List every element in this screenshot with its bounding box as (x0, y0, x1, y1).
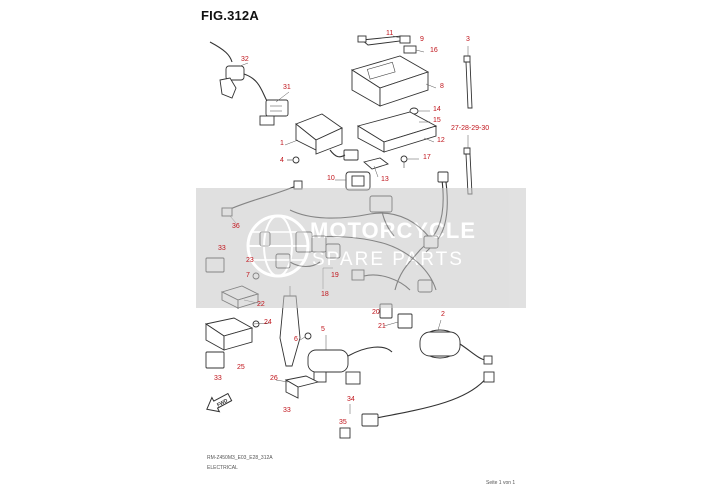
figure-title: FIG.312A (201, 8, 259, 23)
part-32-sensor[interactable] (209, 41, 271, 107)
callout-20[interactable]: 20 (372, 309, 380, 316)
watermark-title: MOTORCYCLE (310, 218, 476, 243)
part-33-relay[interactable] (205, 351, 225, 369)
callout-27-28-29-30[interactable]: 27-28-29-30 (451, 125, 489, 132)
callout-9[interactable]: 9 (420, 36, 424, 43)
callout-34[interactable]: 34 (347, 396, 355, 403)
callout-33[interactable]: 33 (218, 245, 226, 252)
part-3-clamp[interactable] (463, 55, 473, 109)
part-5-coil[interactable] (307, 346, 393, 385)
callout-15[interactable]: 15 (433, 117, 441, 124)
watermark: MOTORCYCLE SPARE PARTS (196, 188, 526, 308)
callout-33c[interactable]: 33 (283, 407, 291, 414)
part-2-condenser[interactable] (419, 329, 493, 365)
callout-21[interactable]: 21 (378, 323, 386, 330)
callout-13[interactable]: 13 (381, 176, 389, 183)
watermark-subtitle: SPARE PARTS (312, 249, 464, 270)
part-12-bracket[interactable] (356, 111, 438, 153)
callout-6[interactable]: 6 (294, 336, 298, 343)
callout-11[interactable]: 11 (386, 30, 393, 37)
part-27-30-clamps[interactable] (463, 147, 473, 195)
callout-36[interactable]: 36 (232, 223, 240, 230)
part-17-bolt[interactable] (400, 155, 408, 168)
callout-2[interactable]: 2 (441, 311, 445, 318)
part-13-plate[interactable] (363, 157, 389, 170)
callout-33b[interactable]: 33 (214, 375, 222, 382)
callout-7[interactable]: 7 (246, 272, 250, 279)
part-8-ecm[interactable] (350, 55, 430, 107)
part-4-screw[interactable] (287, 156, 300, 164)
callout-24[interactable]: 24 (264, 319, 272, 326)
part-9-16-cushions[interactable] (399, 35, 417, 54)
fwd-arrow-icon: FWD (206, 392, 233, 413)
section-label: ELECTRICAL (207, 465, 238, 471)
callout-12[interactable]: 12 (437, 137, 445, 144)
watermark-globe-icon (246, 214, 310, 278)
callout-17[interactable]: 17 (423, 154, 431, 161)
callout-32[interactable]: 32 (241, 56, 249, 63)
callout-26[interactable]: 26 (270, 375, 278, 382)
svg-text:FWD: FWD (216, 398, 229, 409)
part-25-bracket[interactable] (204, 317, 254, 351)
part-1-bracket[interactable] (295, 113, 359, 161)
callout-8[interactable]: 8 (440, 83, 444, 90)
drawing-code: RM-Z450M3_E03_E28_312A (207, 455, 273, 461)
part-26-bracket[interactable] (284, 375, 320, 399)
part-31-relay[interactable] (259, 99, 289, 126)
callout-19[interactable]: 19 (331, 272, 339, 279)
callout-14[interactable]: 14 (433, 106, 441, 113)
callout-3[interactable]: 3 (466, 36, 470, 43)
callout-35[interactable]: 35 (339, 419, 347, 426)
part-34-35-lead[interactable] (339, 371, 495, 439)
callout-5[interactable]: 5 (321, 326, 325, 333)
page-note: Seite 1 von 1 (486, 480, 516, 486)
callout-10[interactable]: 10 (327, 175, 335, 182)
part-6-bolt[interactable] (304, 332, 312, 340)
callout-layer: 323114119168141512171310327-28-29-303633… (214, 30, 489, 426)
part-10-regulator[interactable] (345, 171, 371, 191)
callout-31[interactable]: 31 (283, 84, 291, 91)
callout-23[interactable]: 23 (246, 257, 254, 264)
callout-4[interactable]: 4 (280, 157, 284, 164)
callout-22[interactable]: 22 (257, 301, 265, 308)
callout-1[interactable]: 1 (280, 140, 284, 147)
part-21-switch[interactable] (397, 313, 413, 329)
callout-16[interactable]: 16 (430, 47, 438, 54)
callout-25[interactable]: 25 (237, 364, 245, 371)
callout-18[interactable]: 18 (321, 291, 329, 298)
